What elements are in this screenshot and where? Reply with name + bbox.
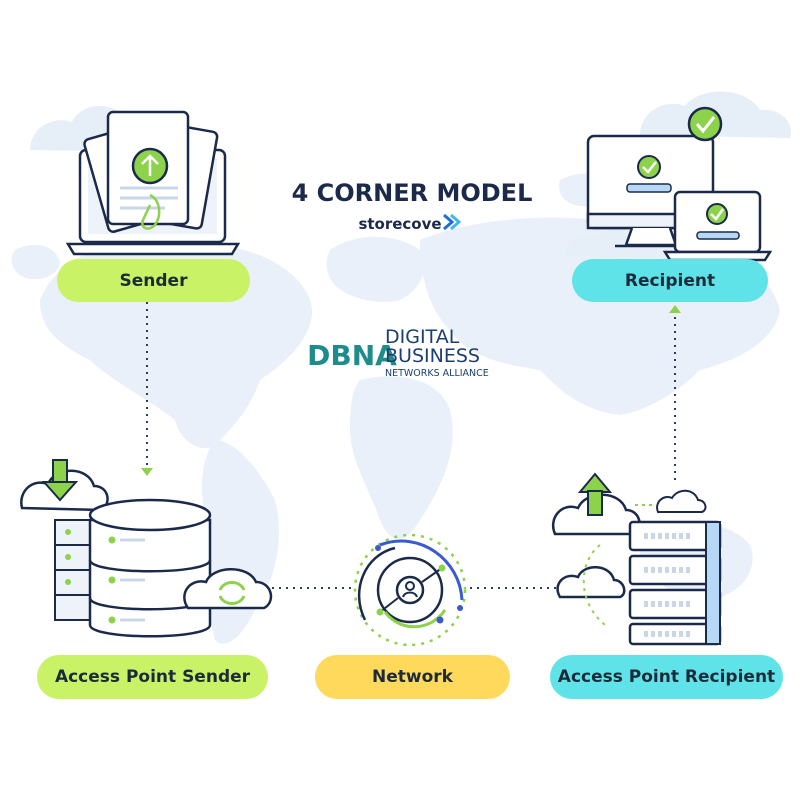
- recipient-label: Recipient: [572, 259, 768, 302]
- storecove-logo-text: storecove: [358, 215, 441, 233]
- cloud-upload-icon: [552, 472, 641, 536]
- connector-lines: [141, 302, 681, 589]
- upload-icon: [131, 147, 169, 185]
- access-point-sender-label: Access Point Sender: [37, 655, 268, 699]
- cloud-download-icon: [20, 459, 109, 512]
- network-user-icon: [353, 533, 467, 647]
- cloud-sync-icon: [183, 568, 273, 610]
- laptop-documents-icon: [65, 110, 241, 256]
- access-point-recipient-label: Access Point Recipient: [550, 655, 783, 699]
- storecove-chevron-icon: [443, 213, 462, 231]
- database-server-icon: [54, 498, 212, 638]
- sender-label: Sender: [57, 259, 250, 302]
- dbna-line-2: BUSINESS: [385, 345, 480, 367]
- network-label: Network: [315, 655, 510, 699]
- dbna-line-1: DIGITAL: [385, 326, 460, 348]
- dbna-monogram: DBNA: [307, 339, 397, 372]
- server-rack-icon: [628, 520, 722, 646]
- dbna-logo-icon: DBNA: [307, 339, 397, 372]
- title-text: 4 CORNER MODEL: [292, 179, 533, 207]
- laptop-checkmark-icon: [662, 190, 773, 262]
- small-clouds-icon: [556, 489, 707, 626]
- dbna-line-3: NETWORKS ALLIANCE: [385, 368, 489, 379]
